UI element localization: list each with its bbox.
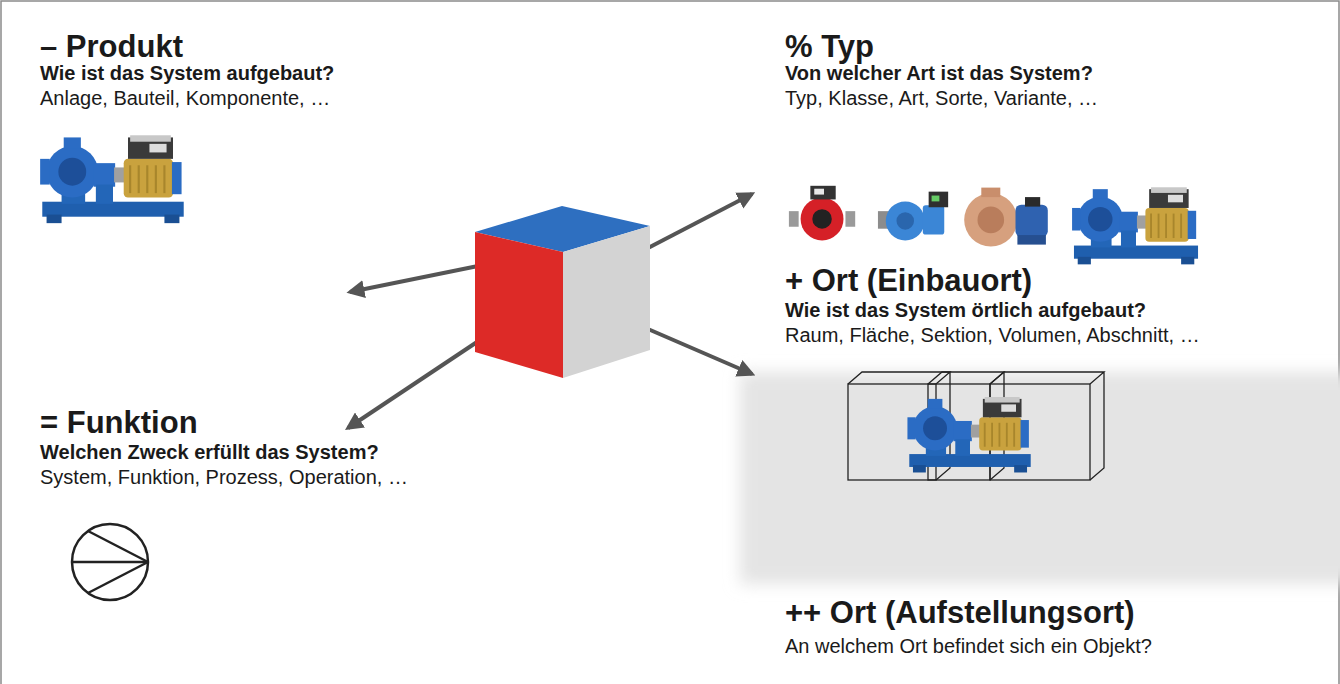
section-heading: % Typ [785,28,874,65]
label-slot: Typ, Klasse, Art, Sorte, Variante, … [785,86,1098,110]
label-slot: Welchen Zweck erfüllt das System? [40,440,379,464]
label-slot: Raum, Fläche, Sektion, Volumen, Abschnit… [785,323,1200,347]
section-question: An welchem Ort befindet sich ein Objekt? [785,634,1152,658]
section-heading: + Ort (Einbauort) [785,262,1032,299]
label-slot: Von welcher Art ist das System? [785,61,1093,85]
label-slot: = Funktion [40,404,198,441]
label-slot: An welchem Ort befindet sich ein Objekt? [785,634,1152,658]
section-question: Von welcher Art ist das System? [785,61,1093,85]
section-heading: ++ Ort (Aufstellungsort) [785,594,1135,631]
label-slot: ++ Ort (Aufstellungsort) [785,594,1135,631]
label-slot: % Typ [785,28,874,65]
term-list: System, Funktion, Prozess, Operation, … [40,465,408,489]
section-heading: – Produkt [40,28,183,65]
section-question: Welchen Zweck erfüllt das System? [40,440,379,464]
label-slot: Wie ist das System aufgebaut? [40,61,334,85]
section-question: Wie ist das System aufgebaut? [40,61,334,85]
section-question: Wie ist das System örtlich aufgebaut? [785,298,1146,322]
label-slot: Wie ist das System örtlich aufgebaut? [785,298,1146,322]
label-slot: + Ort (Einbauort) [785,262,1032,299]
label-slot: Anlage, Bauteil, Komponente, … [40,86,330,110]
label-slot: – Produkt [40,28,183,65]
term-list: Raum, Fläche, Sektion, Volumen, Abschnit… [785,323,1200,347]
label-slot: System, Funktion, Prozess, Operation, … [40,465,408,489]
section-heading: = Funktion [40,404,198,441]
term-list: Typ, Klasse, Art, Sorte, Variante, … [785,86,1098,110]
term-list: Anlage, Bauteil, Komponente, … [40,86,330,110]
